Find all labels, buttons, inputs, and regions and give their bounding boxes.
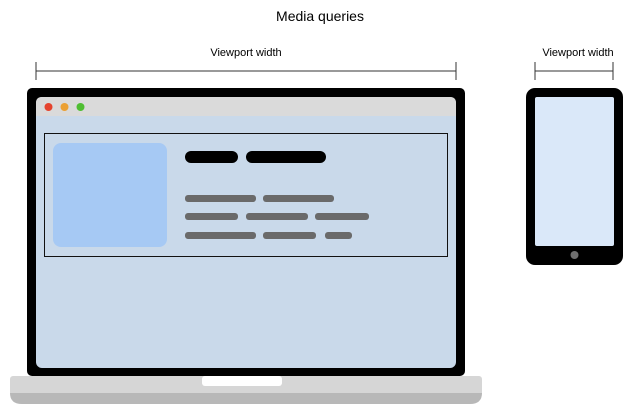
text-line	[263, 195, 334, 202]
text-line	[315, 213, 369, 220]
laptop-trackpad-notch	[202, 376, 282, 386]
phone-viewport-width-label: Viewport width	[542, 47, 613, 59]
text-line	[325, 232, 352, 239]
browser-title-bar	[36, 97, 456, 116]
phone	[526, 88, 623, 265]
minimize-dot	[60, 103, 69, 111]
home-button	[570, 251, 579, 259]
laptop	[10, 88, 482, 404]
text-line	[185, 232, 256, 239]
text-line	[263, 232, 316, 239]
content-card	[44, 133, 448, 257]
text-line	[185, 213, 238, 220]
heading-bar	[246, 151, 326, 163]
text-line	[246, 213, 308, 220]
text-line	[185, 195, 256, 202]
diagram-title: Media queries	[276, 8, 364, 24]
laptop-base-bottom	[10, 393, 482, 404]
laptop-viewport-dimension: Viewport width	[35, 47, 457, 80]
phone-screen	[535, 97, 614, 246]
image-placeholder	[53, 143, 167, 247]
laptop-viewport-width-label: Viewport width	[210, 47, 281, 59]
close-dot	[44, 103, 53, 111]
heading-bar	[185, 151, 238, 163]
phone-viewport-dimension: Viewport width	[534, 47, 614, 80]
zoom-dot	[76, 103, 85, 111]
